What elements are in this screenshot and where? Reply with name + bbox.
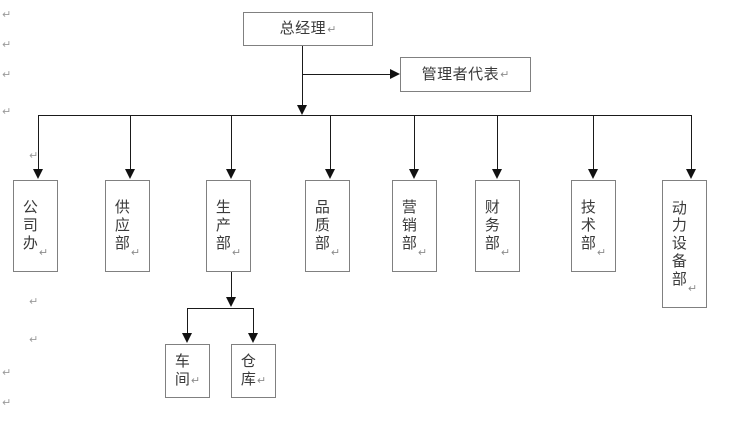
node-production-dept[interactable]: 生 产 部↵ (206, 180, 251, 272)
connector-drop-production-dept (231, 115, 232, 170)
arrowhead-supply-dept (125, 169, 135, 179)
node-power-equipment-dept[interactable]: 动 力 设 备 部↵ (662, 180, 707, 308)
paragraph-mark: ↵ (256, 374, 267, 387)
paragraph-mark: ↵ (2, 366, 12, 379)
connector-drop-quality-dept (330, 115, 331, 170)
node-quality-dept[interactable]: 品 质 部↵ (305, 180, 350, 272)
connector-drop-warehouse (253, 308, 254, 335)
arrowhead-production-trunk (226, 297, 236, 307)
node-management-representative[interactable]: 管理者代表↵ (400, 57, 531, 92)
paragraph-mark: ↵ (130, 246, 141, 259)
node-finance-dept[interactable]: 财 务 部↵ (475, 180, 520, 272)
node-marketing-dept-label: 营 销 部 (401, 198, 417, 252)
paragraph-mark: ↵ (231, 246, 242, 259)
paragraph-mark: ↵ (330, 246, 341, 259)
paragraph-mark: ↵ (687, 282, 698, 295)
node-general-manager-label: 总经理 (279, 19, 327, 38)
arrowhead-power-equipment-dept (686, 169, 696, 179)
paragraph-mark: ↵ (29, 149, 39, 162)
arrowhead-marketing-dept (409, 169, 419, 179)
paragraph-mark: ↵ (596, 246, 607, 259)
node-workshop[interactable]: 车 间↵ (165, 344, 210, 398)
connector-drop-supply-dept (130, 115, 131, 170)
node-production-dept-label: 生 产 部 (215, 198, 231, 252)
arrowhead-warehouse (248, 333, 258, 343)
connector-drop-finance-dept (497, 115, 498, 170)
connector-drop-company-office (38, 115, 39, 170)
node-finance-dept-label: 财 务 部 (484, 198, 500, 252)
connector-gm-to-management-rep (302, 74, 390, 75)
node-marketing-dept[interactable]: 营 销 部↵ (392, 180, 437, 272)
paragraph-mark: ↵ (327, 22, 337, 36)
node-management-representative-label: 管理者代表 (421, 64, 500, 83)
paragraph-mark: ↵ (190, 374, 201, 387)
paragraph-mark: ↵ (2, 8, 12, 21)
paragraph-mark: ↵ (2, 68, 12, 81)
paragraph-mark: ↵ (29, 333, 39, 346)
paragraph-mark: ↵ (29, 295, 39, 308)
paragraph-mark: ↵ (2, 396, 12, 409)
arrowhead-gm-to-bus (297, 105, 307, 115)
arrowhead-technology-dept (588, 169, 598, 179)
node-warehouse[interactable]: 仓 库↵ (231, 344, 276, 398)
node-technology-dept[interactable]: 技 术 部↵ (571, 180, 616, 272)
node-power-equipment-dept-label: 动 力 设 备 部 (671, 198, 687, 288)
connector-drop-workshop (187, 308, 188, 335)
node-technology-dept-label: 技 术 部 (580, 198, 596, 252)
connector-department-bus (38, 115, 691, 116)
node-workshop-label: 车 间 (174, 352, 190, 388)
node-supply-dept-label: 供 应 部 (114, 198, 130, 252)
node-company-office[interactable]: 公 司 办↵ (13, 180, 58, 272)
node-quality-dept-label: 品 质 部 (314, 198, 330, 252)
node-general-manager[interactable]: 总经理↵ (243, 12, 373, 46)
paragraph-mark: ↵ (2, 38, 12, 51)
node-company-office-label: 公 司 办 (22, 198, 38, 252)
node-warehouse-label: 仓 库 (240, 352, 256, 388)
arrowhead-company-office (33, 169, 43, 179)
arrowhead-workshop (182, 333, 192, 343)
paragraph-mark: ↵ (38, 246, 49, 259)
paragraph-mark: ↵ (500, 246, 511, 259)
arrowhead-to-management-rep (390, 69, 400, 79)
arrowhead-quality-dept (325, 169, 335, 179)
connector-drop-technology-dept (593, 115, 594, 170)
connector-production-bus (187, 308, 254, 309)
connector-drop-power-equipment-dept (691, 115, 692, 170)
paragraph-mark: ↵ (2, 105, 12, 118)
arrowhead-finance-dept (492, 169, 502, 179)
node-supply-dept[interactable]: 供 应 部↵ (105, 180, 150, 272)
connector-production-trunk (231, 272, 232, 300)
connector-drop-marketing-dept (414, 115, 415, 170)
arrowhead-production-dept (226, 169, 236, 179)
paragraph-mark: ↵ (417, 246, 428, 259)
paragraph-mark: ↵ (500, 68, 510, 81)
connector-gm-trunk (302, 46, 303, 108)
